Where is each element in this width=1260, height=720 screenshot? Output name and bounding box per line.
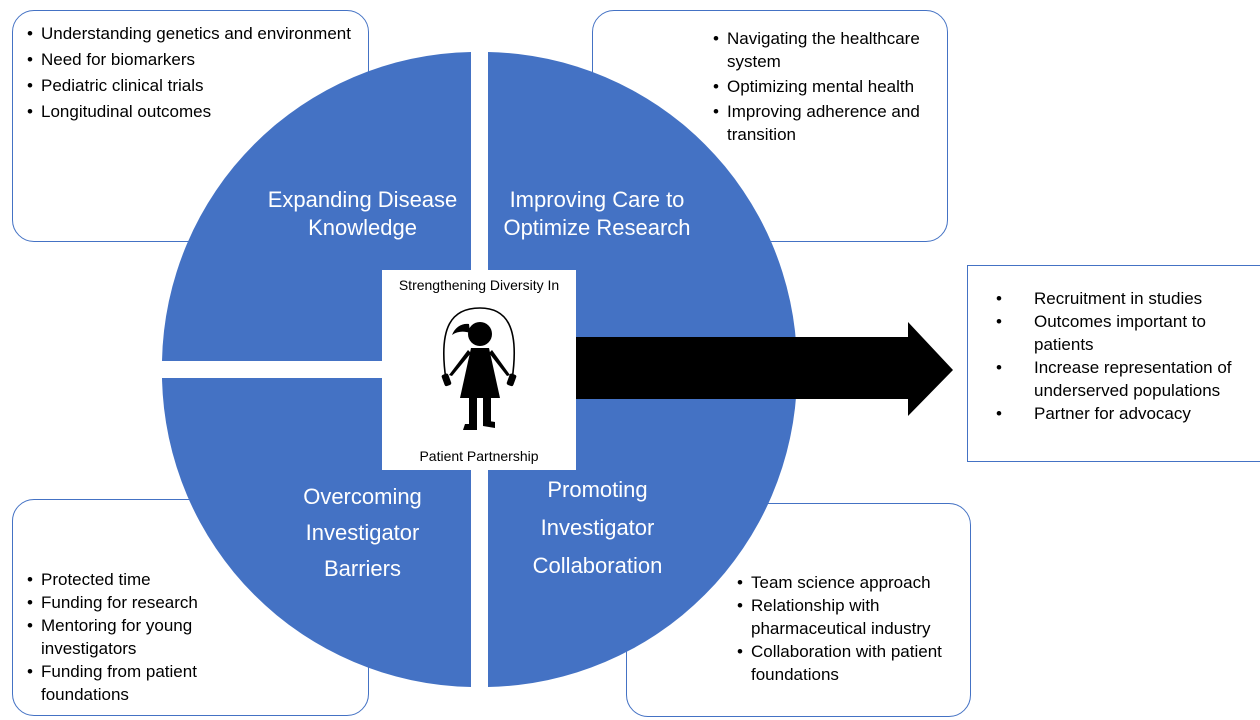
quadrant-label-expanding-disease-knowledge: Expanding Disease Knowledge xyxy=(267,187,458,240)
center-bottom-text: Patient Partnership xyxy=(419,448,539,464)
quadrant-label-promoting-collaboration: Promoting Investigator Collaboration xyxy=(510,471,685,585)
label-line: Promoting xyxy=(547,477,648,502)
list-item: Navigating the healthcare system xyxy=(713,27,937,73)
child-jump-rope-icon xyxy=(441,307,517,430)
center-box: Strengthening Diversity In Patient Partn… xyxy=(382,270,576,470)
center-top-text: Strengthening Diversity In xyxy=(398,277,560,293)
label-line: Overcoming xyxy=(303,484,422,509)
label-line: Investigator xyxy=(305,520,420,545)
list-item: Team science approach xyxy=(737,571,970,594)
list-item: Need for biomarkers xyxy=(27,47,368,73)
list-item: Outcomes important to patients xyxy=(988,310,1234,356)
label-line: Barriers xyxy=(323,556,401,581)
list-item: Partner for advocacy xyxy=(988,402,1234,425)
quadrant-label-improving-care: Improving Care to Optimize Research xyxy=(503,187,691,240)
list-item: Protected time xyxy=(27,568,251,591)
label-line: Collaboration xyxy=(532,553,663,578)
outcome-arrow xyxy=(576,322,953,416)
list-item: Relationship with pharmaceutical industr… xyxy=(737,594,970,640)
list-item: Improving adherence and transition xyxy=(713,100,937,146)
list-item: Funding for research xyxy=(27,591,251,614)
list-item: Recruitment in studies xyxy=(988,287,1234,310)
list-item: Optimizing mental health xyxy=(713,75,937,98)
list-item: Longitudinal outcomes xyxy=(27,99,368,125)
list-item: Pediatric clinical trials xyxy=(27,73,368,99)
label-line: Investigator xyxy=(540,515,655,540)
list-item: Collaboration with patient foundations xyxy=(737,640,970,686)
list-item: Funding from patient foundations xyxy=(27,660,251,706)
outcomes-box: Recruitment in studies Outcomes importan… xyxy=(967,265,1260,462)
list-item: Understanding genetics and environment xyxy=(27,21,368,47)
list-item: Mentoring for young investigators xyxy=(27,614,251,660)
quadrant-label-overcoming-barriers: Overcoming Investigator Barriers xyxy=(275,479,450,587)
list-item: Increase representation of underserved p… xyxy=(988,356,1234,402)
